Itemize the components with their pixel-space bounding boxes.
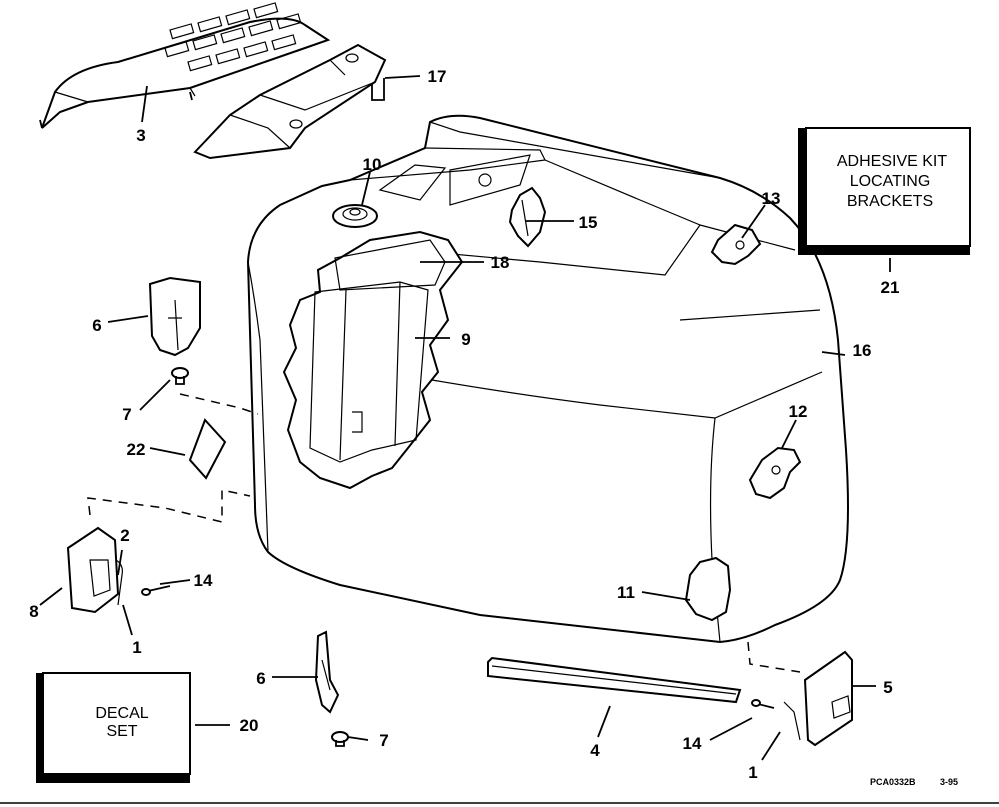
callout-1-right: 1	[748, 763, 757, 782]
adhesive-kit-box: ADHESIVE KIT LOCATING BRACKETS	[798, 127, 971, 255]
part-14-screw-right	[751, 699, 775, 709]
callout-6-lower: 6	[256, 669, 265, 688]
part-7-screw-lower	[331, 731, 349, 747]
callout-22: 22	[127, 440, 146, 459]
callout-labels: 3 17 10 15 13 21 18 9 16 12 11 6 7 22 2 …	[29, 67, 899, 782]
callout-1-left: 1	[132, 638, 141, 657]
callout-14-right: 14	[683, 734, 702, 753]
callout-6-upper: 6	[92, 316, 101, 335]
part-7-screw-upper	[171, 367, 189, 385]
callout-11: 11	[617, 583, 635, 602]
part-13-bracket	[710, 223, 762, 266]
decal-set-box: DECAL SET	[36, 672, 191, 783]
callout-21: 21	[881, 278, 900, 297]
decal-set-line2: SET	[106, 723, 137, 740]
part-10-grommet	[332, 204, 378, 228]
adhesive-kit-line3: BRACKETS	[847, 193, 933, 210]
leader-lines	[39, 75, 891, 761]
adhesive-kit-line1: ADHESIVE KIT	[837, 153, 947, 170]
dashed-leader-5	[747, 641, 801, 673]
footer: PCA0332B 3-95	[0, 777, 999, 804]
drawing-date: 3-95	[940, 777, 958, 787]
dashed-leader-7-upper	[179, 393, 259, 415]
callout-15: 15	[579, 213, 598, 232]
part-8-bracket	[66, 526, 123, 614]
part-16-engine-cowl	[246, 114, 849, 644]
callout-2: 2	[120, 526, 129, 545]
part-15-latch-bracket	[508, 186, 547, 248]
part-6-seal-upper	[148, 276, 201, 357]
callout-12: 12	[789, 402, 808, 421]
part-11-bracket	[684, 556, 732, 622]
adhesive-kit-line2: LOCATING	[850, 173, 931, 190]
callout-16: 16	[853, 341, 872, 360]
callout-14-left: 14	[194, 571, 213, 590]
callout-7-lower: 7	[379, 731, 388, 750]
callout-13: 13	[762, 189, 781, 208]
callout-4: 4	[590, 741, 600, 760]
part-6-seal-lower	[314, 630, 340, 714]
callout-20: 20	[240, 716, 259, 735]
part-4-trim-strip	[487, 656, 742, 704]
part-22-pad	[188, 418, 227, 480]
callout-18: 18	[491, 253, 510, 272]
callout-7-upper: 7	[122, 405, 131, 424]
part-12-bracket	[748, 446, 802, 500]
callout-9: 9	[461, 330, 470, 349]
callout-8: 8	[29, 602, 38, 621]
callout-10: 10	[363, 155, 382, 174]
callout-3: 3	[136, 126, 145, 145]
callout-5: 5	[883, 678, 892, 697]
part-14-screw-left	[141, 585, 171, 596]
part-17-intake-cover	[193, 43, 387, 160]
callout-17: 17	[428, 67, 447, 86]
part-5-bracket	[783, 650, 853, 747]
decal-set-line1: DECAL	[95, 705, 148, 722]
part-3-vent-cover	[39, 2, 331, 129]
drawing-code: PCA0332B	[870, 777, 916, 787]
dashed-leader-8	[87, 489, 251, 523]
